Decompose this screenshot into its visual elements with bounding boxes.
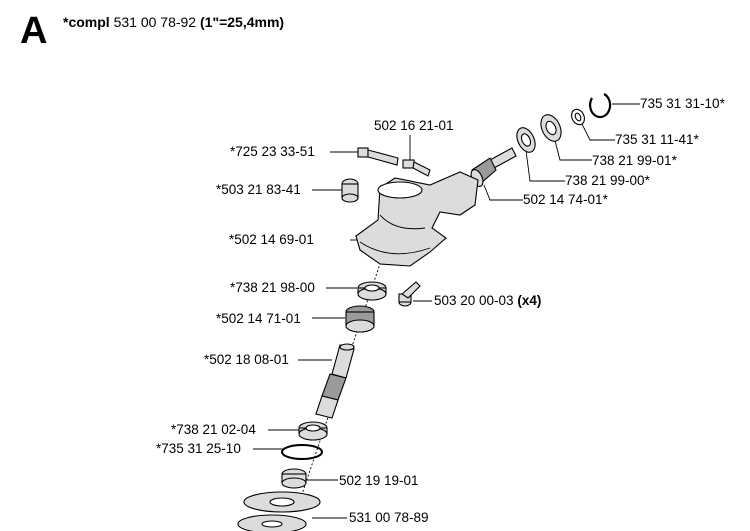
label-725-23-33-51: *725 23 33-51	[230, 144, 315, 159]
screw-short	[402, 159, 431, 177]
circlip-bottom	[281, 444, 323, 460]
label-735-31-25-10: *735 31 25-10	[156, 441, 241, 456]
label-738-21-98-00: *738 21 98-00	[230, 280, 315, 295]
label-735-31-11-41: 735 31 11-41*	[615, 132, 699, 147]
label-502-14-74-01: 502 14 74-01*	[523, 192, 608, 207]
quantity: (x4)	[517, 293, 542, 308]
leader-lines	[253, 103, 640, 519]
unit-conversion: (1"=25,4mm)	[200, 14, 285, 30]
label-503-21-83-41: *503 21 83-41	[216, 182, 301, 197]
label-502-14-69-01: *502 14 69-01	[229, 232, 314, 247]
assembly-number: 531 00 78-92	[113, 14, 197, 30]
section-letter: A	[20, 10, 48, 52]
bevel-gear	[345, 305, 375, 333]
compl-prefix: *compl	[63, 14, 110, 30]
label-738-21-99-00: 738 21 99-00*	[565, 173, 650, 188]
assembly-title: *compl 531 00 78-92 (1"=25,4mm)	[63, 14, 284, 30]
label-502-18-08-01: *502 18 08-01	[204, 352, 289, 367]
label-502-16-21-01: 502 16 21-01	[374, 118, 454, 133]
screw-long	[357, 147, 399, 166]
label-503-20-00-03: 503 20 00-03 (x4)	[434, 293, 541, 309]
label-738-21-02-04: *738 21 02-04	[171, 422, 256, 437]
support-cup	[237, 491, 321, 531]
plug-screw	[341, 178, 359, 203]
output-shaft	[315, 343, 355, 419]
spacer-ring	[281, 468, 307, 489]
part-number: 503 20 00-03	[434, 293, 514, 308]
label-531-00-78-89: 531 00 78-89	[349, 510, 429, 525]
label-502-14-71-01: *502 14 71-01	[216, 311, 301, 326]
label-502-19-19-01: 502 19 19-01	[339, 473, 419, 488]
screw-x4	[398, 281, 421, 307]
bearing-lower	[357, 281, 387, 301]
circlip-top	[589, 93, 612, 119]
gear-housing	[355, 171, 479, 267]
bearing-bottom	[298, 421, 328, 441]
label-735-31-31-10: 735 31 31-10*	[640, 96, 725, 111]
label-738-21-99-01: 738 21 99-01*	[592, 153, 677, 168]
